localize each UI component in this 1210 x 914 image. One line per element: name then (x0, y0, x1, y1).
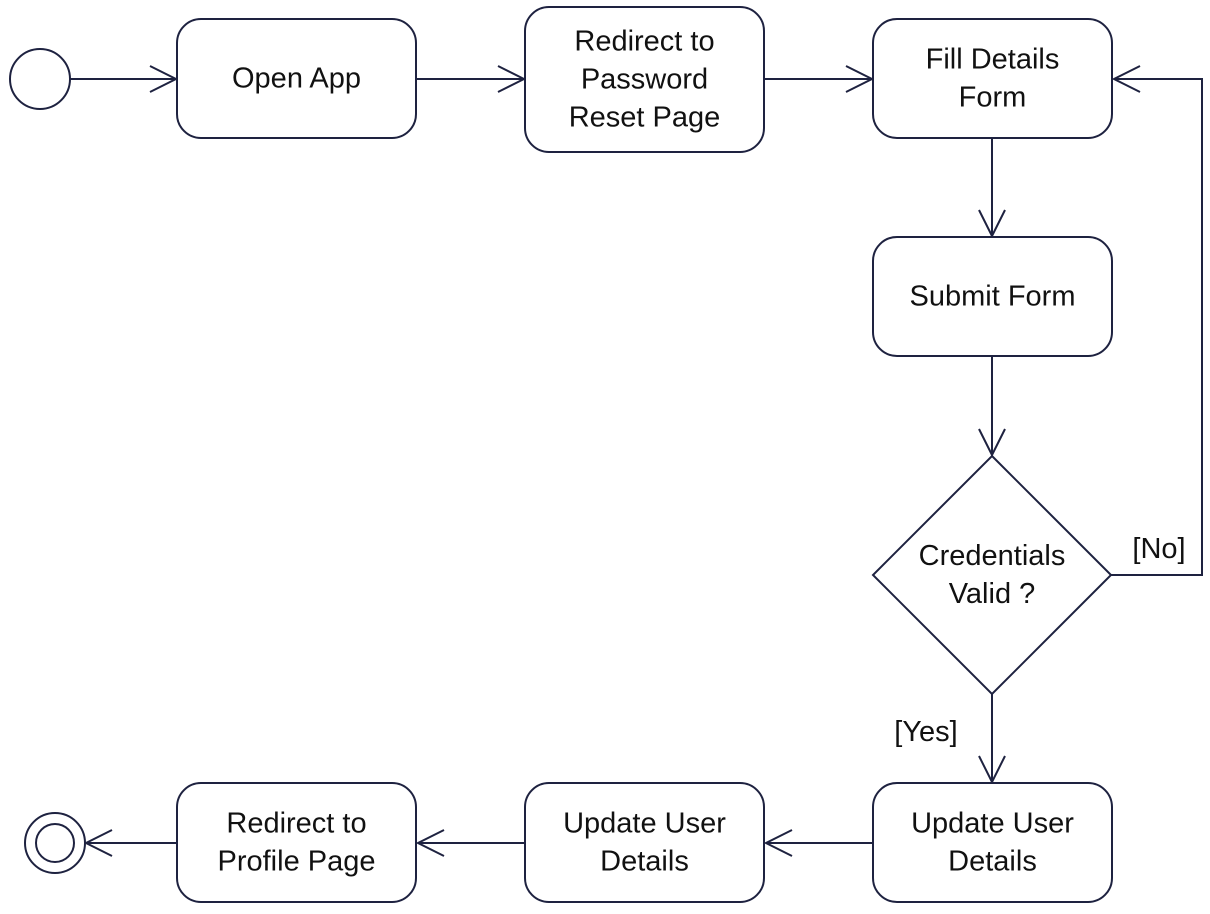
edge-redirect-profile-to-end (83, 829, 177, 857)
node-label-line: Update User (911, 808, 1074, 840)
node-label-line: Details (600, 846, 689, 878)
node-label-line: Form (959, 82, 1027, 114)
edge-fill-form-to-submit-form (978, 138, 1006, 239)
edge-start-to-open-app (70, 65, 179, 93)
node-label-line: Open App (232, 63, 361, 95)
action-redirect-profile: Redirect to Profile Page (176, 782, 417, 903)
arrowhead (1111, 65, 1141, 93)
node-label-line: Submit Form (910, 281, 1076, 313)
action-submit-form: Submit Form (872, 236, 1113, 357)
initial-node (9, 48, 71, 110)
action-open-app: Open App (176, 18, 417, 139)
node-label-line: Redirect to (574, 26, 714, 58)
edge-label: [Yes] (894, 716, 957, 748)
node-label-line: Details (948, 846, 1037, 878)
edge-label: [No] (1132, 533, 1185, 565)
final-node (24, 812, 86, 874)
edge-credentials-valid-to-fill-form: [No] (1111, 65, 1203, 576)
arrowhead (415, 829, 445, 857)
edge-update-user-right-to-update-user-middle (763, 829, 873, 857)
edge-update-user-middle-to-redirect-profile (415, 829, 525, 857)
node-label-line: Profile Page (218, 846, 376, 878)
node-label-line: Valid ? (949, 578, 1036, 610)
node-label-line: Update User (563, 808, 726, 840)
edge-submit-form-to-credentials-valid (978, 356, 1006, 458)
node-label-line: Credentials (919, 540, 1066, 572)
edge-credentials-valid-to-update-user-right: [Yes] (894, 694, 1006, 785)
edge-open-app-to-redirect-reset (416, 65, 527, 93)
edge-redirect-reset-to-fill-form (764, 65, 875, 93)
node-label-line: Redirect to (226, 808, 366, 840)
node-label-line: Reset Page (569, 102, 721, 134)
node-label-line: Password (581, 64, 708, 96)
arrowhead (763, 829, 793, 857)
edges-layer: [No] [Yes] (70, 65, 1203, 857)
node-label-line: Fill Details (926, 44, 1060, 76)
